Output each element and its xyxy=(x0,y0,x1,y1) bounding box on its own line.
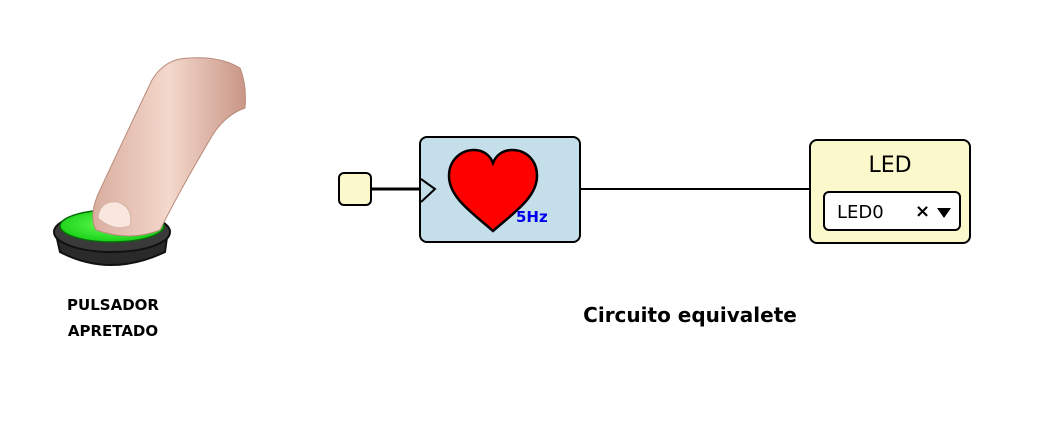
clear-icon[interactable]: × xyxy=(915,201,931,222)
finger-pressing-button-icon xyxy=(53,57,246,266)
caption-line2: APRETADO xyxy=(67,322,159,340)
frequency-label: 5Hz xyxy=(516,208,548,226)
led-title: LED xyxy=(868,153,912,178)
heart-icon xyxy=(420,148,539,233)
pressed-button-caption: PULSADOR APRETADO xyxy=(48,292,178,344)
circuit-caption: Circuito equivalete xyxy=(583,303,797,327)
led-select[interactable]: LED0 × xyxy=(823,191,961,231)
caption-line1: PULSADOR xyxy=(67,296,159,314)
dropdown-icon[interactable] xyxy=(937,208,951,218)
input-port[interactable] xyxy=(338,172,372,206)
heartbeat-block[interactable]: 5Hz xyxy=(419,136,581,243)
clock-input-arrow xyxy=(420,178,437,203)
led-select-value: LED0 xyxy=(837,202,884,223)
led-block[interactable]: LED LED0 × xyxy=(809,139,971,244)
